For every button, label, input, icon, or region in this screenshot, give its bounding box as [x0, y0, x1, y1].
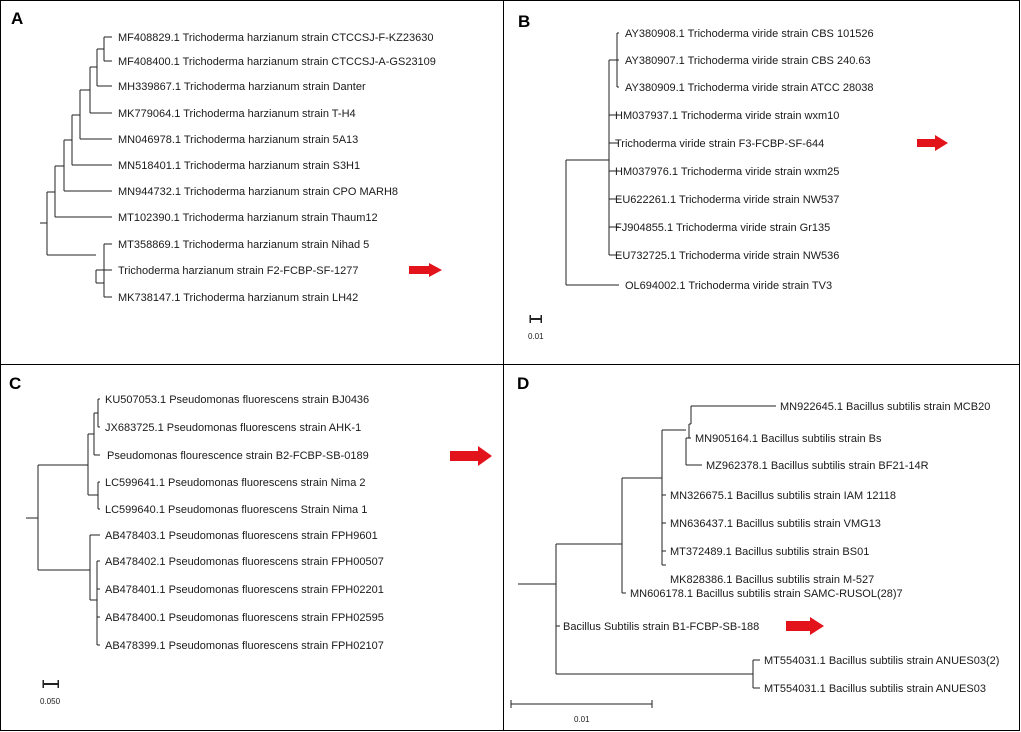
panel-b-leaf: AY380907.1 Trichoderma viride strain CBS… — [625, 55, 871, 67]
panel-b-scale-bar — [529, 315, 542, 323]
panel-a-leaf: MH339867.1 Trichoderma harzianum strain … — [118, 81, 366, 93]
panel-d-leaf: MZ962378.1 Bacillus subtilis strain BF21… — [706, 460, 929, 472]
panel-c-leaf: AB478399.1 Pseudomonas fluorescens strai… — [105, 640, 384, 652]
panel-b-leaf: EU732725.1 Trichoderma viride strain NW5… — [615, 250, 839, 262]
panel-c-letter: C — [9, 374, 21, 393]
panel-d-letter: D — [517, 374, 529, 393]
panel-c-frame — [0, 364, 505, 732]
panel-a-leaf-highlighted: Trichoderma harzianum strain F2-FCBP-SF-… — [118, 265, 358, 277]
panel-b-leaf: OL694002.1 Trichoderma viride strain TV3 — [625, 280, 832, 292]
panel-c-leaf: AB478402.1 Pseudomonas fluorescens strai… — [105, 556, 384, 568]
panel-c-leaf: LC599641.1 Pseudomonas fluorescens strai… — [105, 477, 365, 489]
panel-c-leaf: JX683725.1 Pseudomonas fluorescens strai… — [105, 422, 361, 434]
panel-d-leaf-highlighted: Bacillus Subtilis strain B1-FCBP-SB-188 — [563, 621, 759, 633]
panel-b-leaf: AY380908.1 Trichoderma viride strain CBS… — [625, 28, 874, 40]
panel-c-tree: KU507053.1 Pseudomonas fluorescens strai… — [26, 394, 492, 706]
panel-b-leaf-highlighted: Trichoderma viride strain F3-FCBP-SF-644 — [615, 138, 824, 150]
panel-d-leaf: MT554031.1 Bacillus subtilis strain ANUE… — [764, 655, 999, 667]
panel-d-leaf: MN326675.1 Bacillus subtilis strain IAM … — [670, 490, 896, 502]
panel-a-leaf: MF408829.1 Trichoderma harzianum strain … — [118, 32, 433, 44]
panel-d-scale-label: 0.01 — [574, 715, 590, 724]
panel-c-scale-bar — [42, 680, 59, 688]
panel-b-branches — [565, 32, 619, 286]
panel-d-frame — [503, 364, 1021, 732]
panel-b-leaf: AY380909.1 Trichoderma viride strain ATC… — [625, 82, 873, 94]
panel-d-scale-bar — [510, 700, 653, 708]
panel-a-leaf: MK779064.1 Trichoderma harzianum strain … — [118, 108, 356, 120]
panel-c-leaf: AB478401.1 Pseudomonas fluorescens strai… — [105, 584, 384, 596]
panel-d-leaf: MN636437.1 Bacillus subtilis strain VMG1… — [670, 518, 881, 530]
panel-a-leaf: MN518401.1 Trichoderma harzianum strain … — [118, 160, 360, 172]
panel-a-red-arrow-icon — [409, 263, 442, 277]
panel-a-leaf: MF408400.1 Trichoderma harzianum strain … — [118, 56, 436, 68]
panel-c-branches — [26, 398, 100, 646]
panel-d-leaf: MT554031.1 Bacillus subtilis strain ANUE… — [764, 683, 986, 695]
panel-c-leaf: AB478403.1 Pseudomonas fluorescens strai… — [105, 530, 378, 542]
panel-a-leaf: MT102390.1 Trichoderma harzianum strain … — [118, 212, 378, 224]
panel-d-leaf: MT372489.1 Bacillus subtilis strain BS01 — [670, 546, 869, 558]
panel-a-letter: A — [11, 9, 23, 28]
panel-a-leaf: MT358869.1 Trichoderma harzianum strain … — [118, 239, 369, 251]
panel-a-leaf: MN944732.1 Trichoderma harzianum strain … — [118, 186, 398, 198]
panel-b-leaf: HM037976.1 Trichoderma viride strain wxm… — [615, 166, 839, 178]
panel-d-branches — [518, 405, 776, 689]
panel-d-leaf: MN905164.1 Bacillus subtilis strain Bs — [695, 433, 882, 445]
panel-b-tree: AY380908.1 Trichoderma viride strain CBS… — [528, 28, 948, 341]
panel-c-leaf-highlighted: Pseudomonas flourescence strain B2-FCBP-… — [107, 450, 369, 462]
panel-b-red-arrow-icon — [917, 135, 948, 151]
panel-a-leaf: MN046978.1 Trichoderma harzianum strain … — [118, 134, 358, 146]
panel-a-branches — [40, 36, 112, 298]
panel-a-tree: MF408829.1 Trichoderma harzianum strain … — [40, 32, 442, 304]
panel-c-leaf: KU507053.1 Pseudomonas fluorescens strai… — [105, 394, 369, 406]
panel-b-leaf: EU622261.1 Trichoderma viride strain NW5… — [615, 194, 839, 206]
panel-d-leaf: MK828386.1 Bacillus subtilis strain M-52… — [670, 574, 874, 586]
panel-b-scale-label: 0.01 — [528, 332, 544, 341]
panel-c-leaf: LC599640.1 Pseudomonas fluorescens Strai… — [105, 504, 367, 516]
panel-c-leaf: AB478400.1 Pseudomonas fluorescens strai… — [105, 612, 384, 624]
panel-b-leaf: HM037937.1 Trichoderma viride strain wxm… — [615, 110, 839, 122]
panel-c-scale-label: 0.050 — [40, 697, 61, 706]
panel-b-letter: B — [518, 12, 530, 31]
panel-d-red-arrow-icon — [786, 617, 824, 635]
panel-d-leaf: MN606178.1 Bacillus subtilis strain SAMC… — [630, 588, 903, 600]
panel-b-leaf: FJ904855.1 Trichoderma viride strain Gr1… — [615, 222, 830, 234]
panel-a-leaf: MK738147.1 Trichoderma harzianum strain … — [118, 292, 358, 304]
panel-d-leaf: MN922645.1 Bacillus subtilis strain MCB2… — [780, 401, 990, 413]
panel-c-red-arrow-icon — [450, 446, 492, 466]
panel-d-tree: MN922645.1 Bacillus subtilis strain MCB2… — [510, 401, 999, 724]
